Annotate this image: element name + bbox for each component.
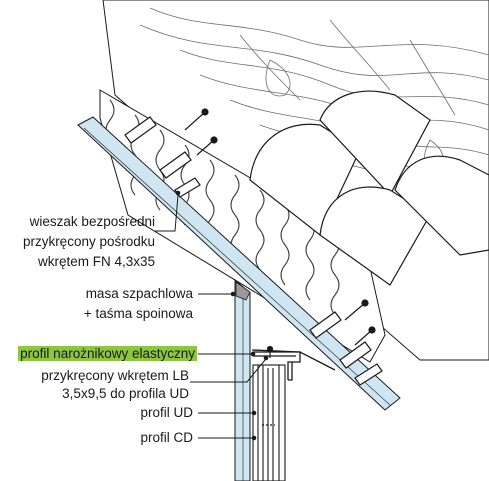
label-wieszak-line2: przykręcony pośrodku bbox=[22, 234, 155, 249]
direct-hangers bbox=[124, 116, 383, 386]
label-profil-naroznikowy: profil narożnikowy elastyczny bbox=[18, 345, 197, 363]
label-wieszak-line1: wieszak bezpośredni bbox=[29, 214, 155, 229]
plasterboard-slope bbox=[77, 116, 401, 411]
label-profil-cd: profil CD bbox=[140, 430, 193, 445]
screws bbox=[184, 108, 376, 426]
cd-profile bbox=[252, 364, 286, 481]
label-masa-line1: masa szpachlowa bbox=[85, 286, 193, 301]
leader-lines bbox=[155, 190, 269, 441]
label-profil-ud: profil UD bbox=[140, 405, 193, 420]
label-przykrecony-line2: 3,5x9,5 do profila UD bbox=[62, 386, 189, 401]
label-wieszak-line3: wkrętem FN 4,3x35 bbox=[37, 254, 155, 269]
label-masa-line2: + taśma spoinowa bbox=[83, 306, 193, 321]
ud-profile bbox=[253, 351, 301, 381]
insulation-batts bbox=[249, 90, 489, 286]
jointing-compound bbox=[235, 281, 251, 301]
highlight-profil-naroznikowy: profil narożnikowy elastyczny bbox=[18, 346, 197, 361]
label-przykrecony-line1: przykręcony wkrętem LB bbox=[41, 368, 189, 383]
